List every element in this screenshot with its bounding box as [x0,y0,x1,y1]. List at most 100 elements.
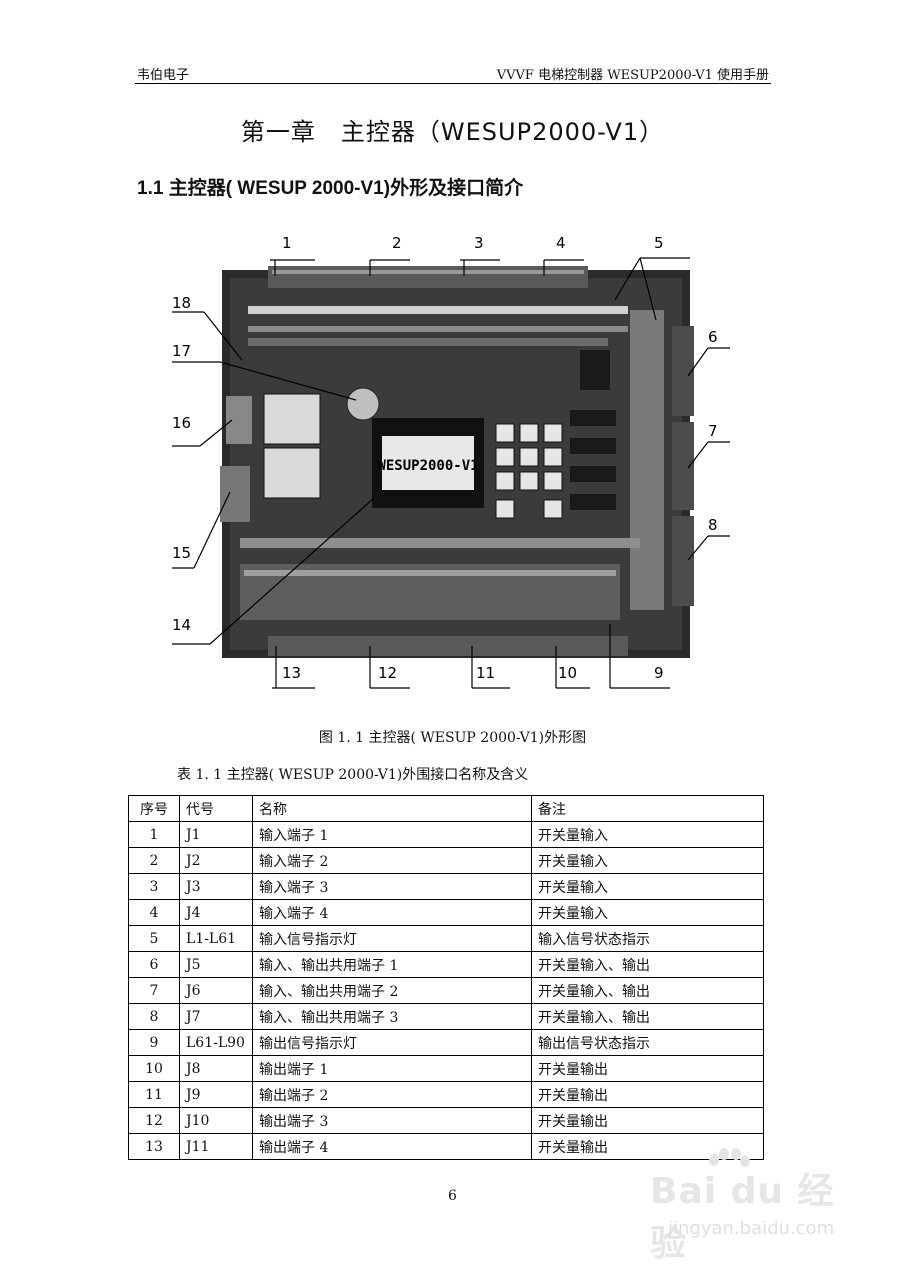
cell-remark: 输出信号状态指示 [531,1029,764,1056]
callout-14: 14 [172,616,191,634]
callout-numbers: 1 2 3 4 5 6 7 8 9 10 11 12 13 14 15 16 1… [172,234,718,682]
relay-lower [263,447,321,499]
cell-remark: 开关量输出 [531,1107,764,1134]
cell-index: 3 [128,873,180,900]
cell-name: 输出端子 3 [252,1107,532,1134]
cell-index: 8 [128,1003,180,1030]
table-caption: 表 1. 1 主控器( WESUP 2000-V1)外围接口名称及含义 [177,767,529,783]
header-name: 名称 [252,795,532,822]
cell-index: 7 [128,977,180,1004]
cell-name: 输入、输出共用端子 1 [252,951,532,978]
header-divider [135,83,771,84]
cell-name: 输出端子 2 [252,1081,532,1108]
cell-remark: 开关量输入 [531,847,764,874]
header-index: 序号 [128,795,180,822]
right-led-column [630,310,664,610]
callout-4: 4 [556,234,566,252]
cell-name: 输入端子 2 [252,847,532,874]
terminal-j6 [672,422,694,510]
callout-2: 2 [392,234,402,252]
cell-code: J1 [179,821,253,848]
cell-code: J9 [179,1081,253,1108]
cell-name: 输入、输出共用端子 2 [252,977,532,1004]
cell-code: L1-L61 [179,925,253,952]
watermark-url: jingyan.baidu.com [668,1218,835,1239]
cell-index: 11 [128,1081,180,1108]
cell-remark: 开关量输入 [531,899,764,926]
callout-7: 7 [708,422,718,440]
callout-10: 10 [558,664,577,682]
power-connector [226,396,252,444]
terminal-j5 [672,326,694,416]
cell-index: 2 [128,847,180,874]
battery-icon [346,387,380,421]
output-led-row [240,538,640,548]
cell-code: J8 [179,1055,253,1082]
cell-remark: 开关量输出 [531,1133,764,1160]
callout-lines [172,257,730,689]
cell-name: 输出信号指示灯 [252,1029,532,1056]
cell-code: J11 [179,1133,253,1160]
cell-remark: 开关量输入、输出 [531,1003,764,1030]
top-terminal-strip [268,266,588,288]
callout-6: 6 [708,328,718,346]
cell-index: 9 [128,1029,180,1056]
callout-1: 1 [282,234,292,252]
relay-upper [263,393,321,445]
cell-remark: 开关量输入、输出 [531,951,764,978]
callout-8: 8 [708,516,718,534]
watermark-logo: Bai du 经验 [650,1171,835,1264]
cell-name: 输入信号指示灯 [252,925,532,952]
input-led-row [248,306,628,346]
lcd-text: WESUP2000-V1 [377,458,478,474]
table-header-row: 序号 代号 名称 备注 [128,795,764,822]
cell-index: 13 [128,1133,180,1160]
callout-12: 12 [378,664,397,682]
cell-remark: 输入信号状态指示 [531,925,764,952]
header-remark: 备注 [531,795,764,822]
figure-caption: 图 1. 1 主控器( WESUP 2000-V1)外形图 [318,730,587,746]
cell-code: L61-L90 [179,1029,253,1056]
cell-code: J7 [179,1003,253,1030]
cell-code: J3 [179,873,253,900]
cell-index: 6 [128,951,180,978]
callout-17: 17 [172,342,191,360]
callout-15: 15 [172,544,191,562]
cell-index: 4 [128,899,180,926]
cell-remark: 开关量输入、输出 [531,977,764,1004]
callout-13: 13 [282,664,301,682]
callout-5: 5 [654,234,664,252]
section-title: 1.1 主控器( WESUP 2000-V1)外形及接口简介 [137,178,524,199]
cell-remark: 开关量输入 [531,873,764,900]
callout-9: 9 [654,664,664,682]
keypad [495,423,563,519]
cell-index: 5 [128,925,180,952]
cell-name: 输入端子 1 [252,821,532,848]
chapter-title: 第一章 主控器（WESUP2000-V1） [240,118,665,146]
cell-name: 输入端子 4 [252,899,532,926]
callout-3: 3 [474,234,484,252]
cell-name: 输出端子 1 [252,1055,532,1082]
header-right: VVVF 电梯控制器 WESUP2000-V1 使用手册 [496,68,769,83]
baidu-watermark: Bai du 经验 jingyan.baidu.com [640,1148,860,1264]
cell-code: J6 [179,977,253,1004]
callout-16: 16 [172,414,191,432]
lcd-screen [382,436,474,490]
cell-index: 12 [128,1107,180,1134]
cell-index: 1 [128,821,180,848]
cell-remark: 开关量输出 [531,1055,764,1082]
cell-code: J5 [179,951,253,978]
paw-icon [709,1148,750,1167]
